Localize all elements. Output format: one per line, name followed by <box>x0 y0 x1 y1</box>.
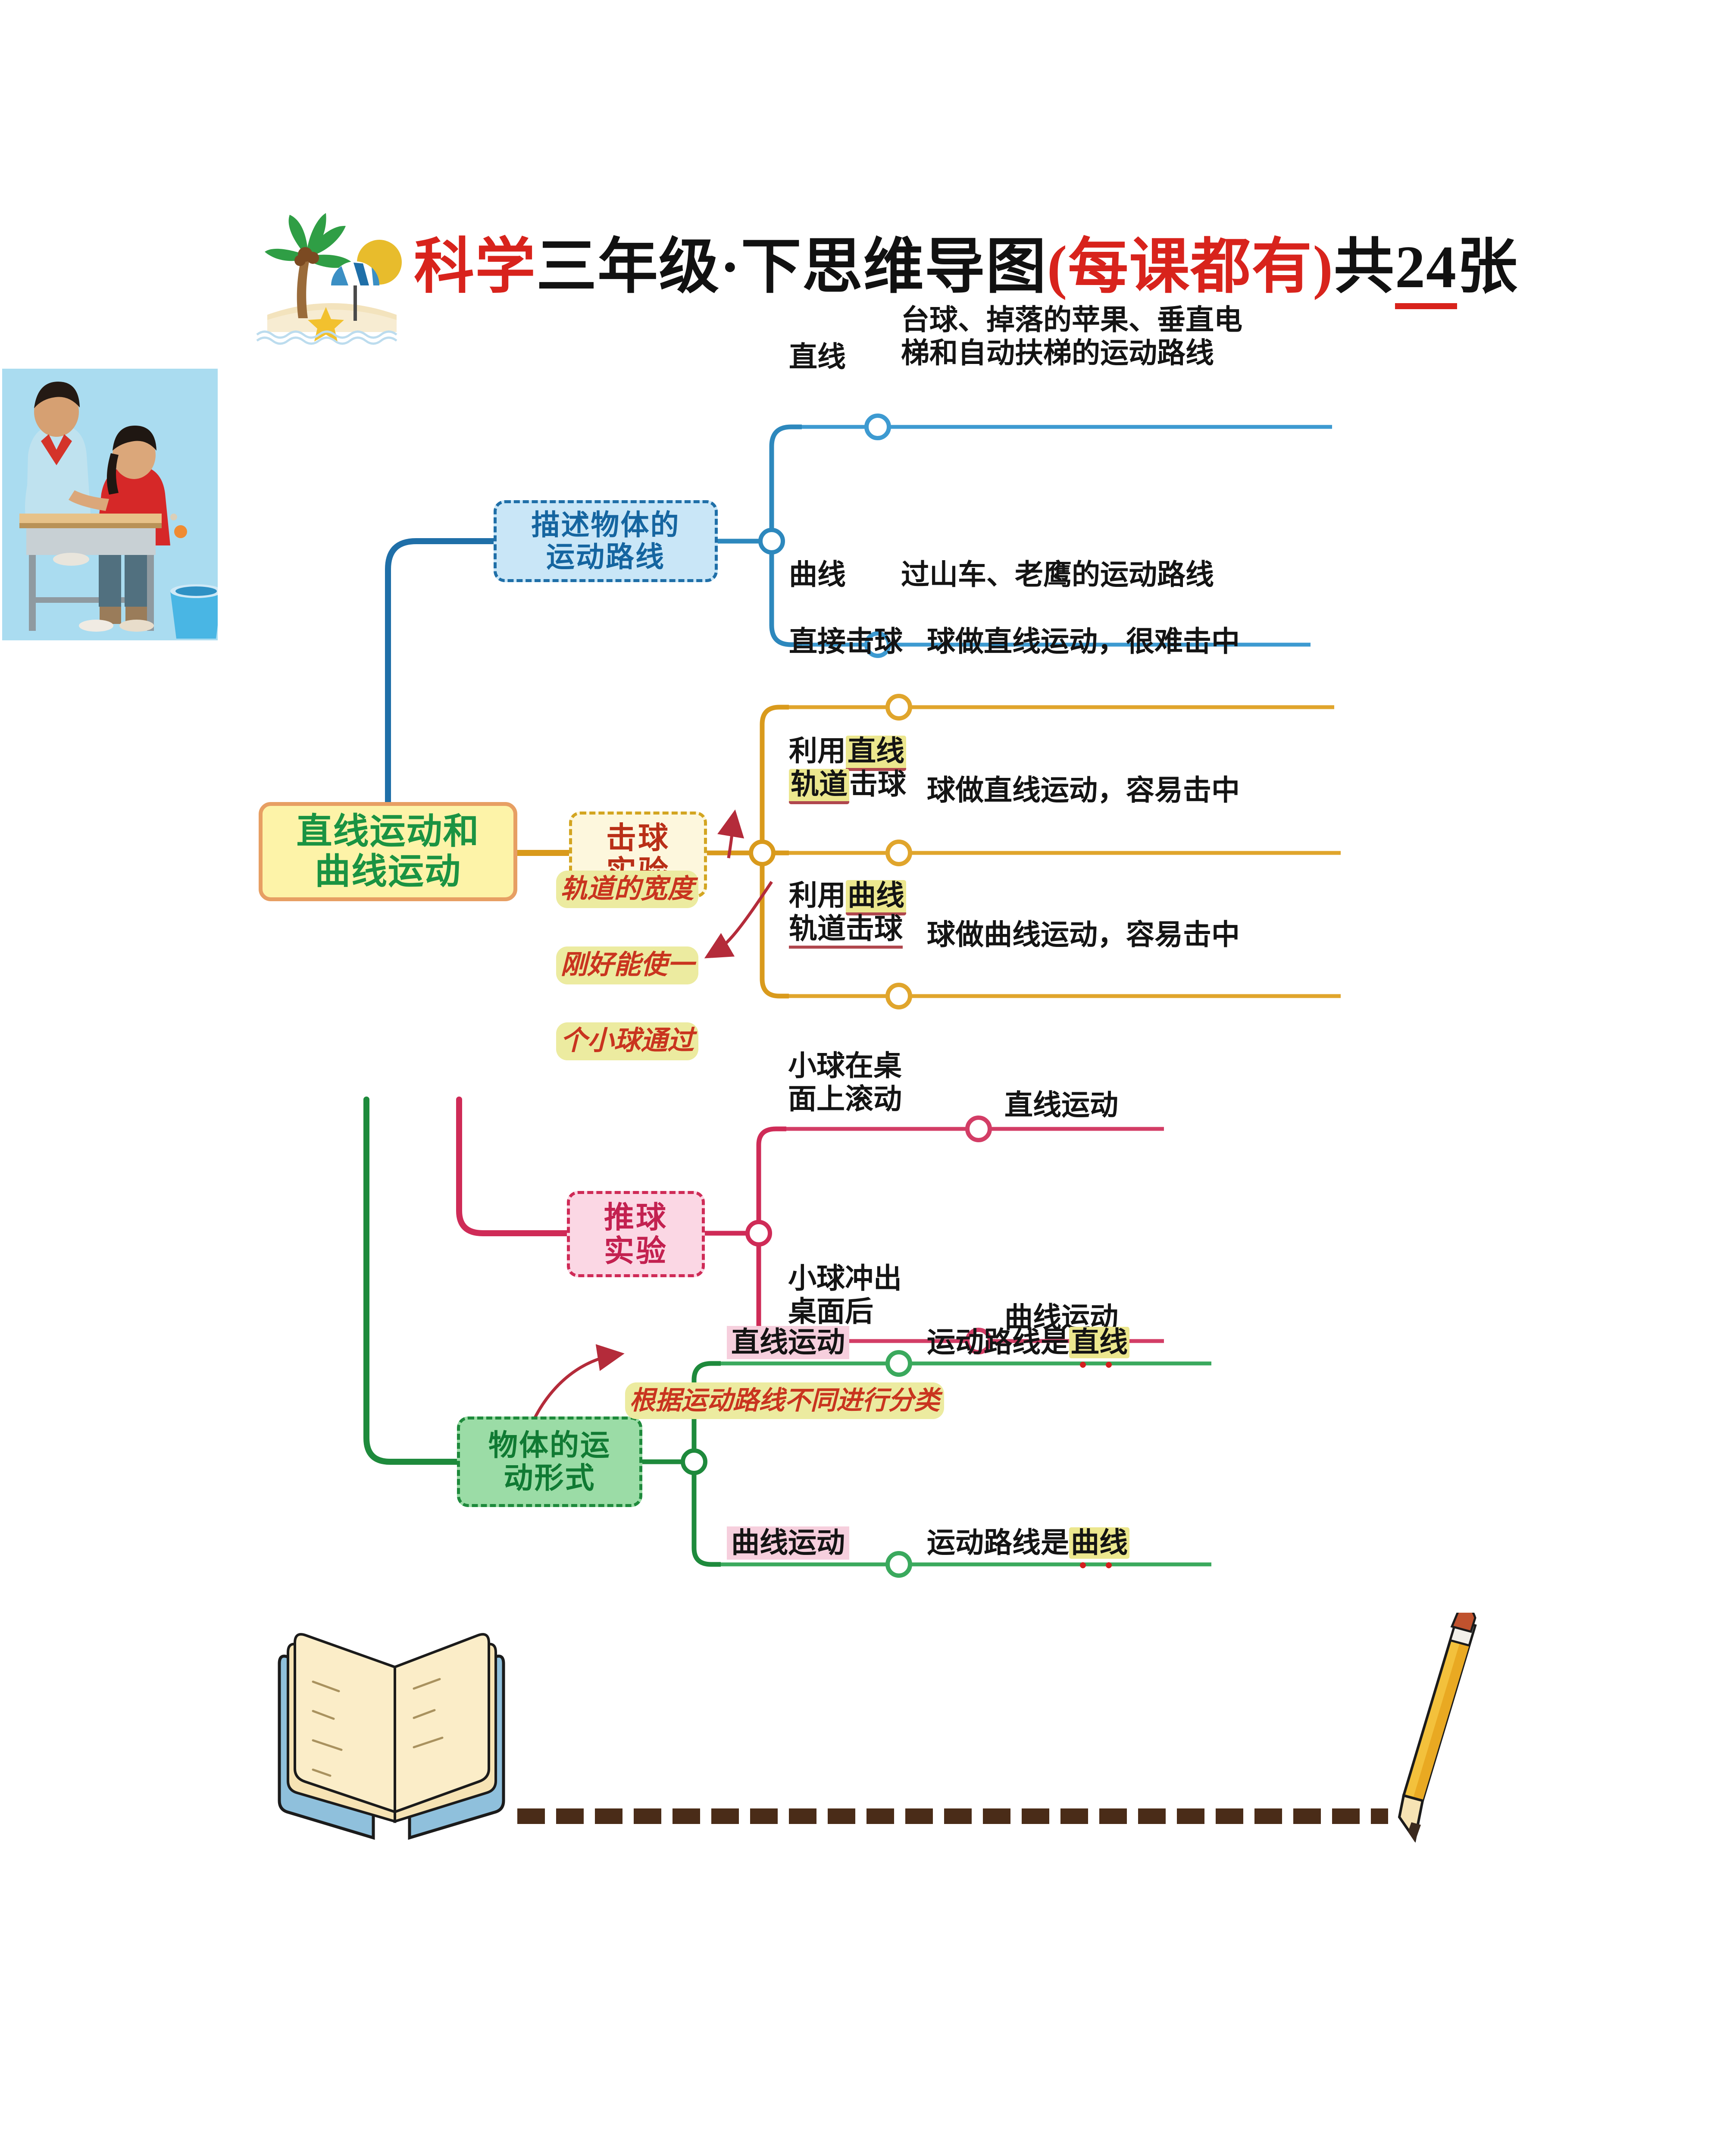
leaf-pink-1-label: 小球在桌 面上滚动 <box>788 1050 902 1116</box>
leaf-pink-1-label-line1: 小球在桌 <box>788 1050 902 1082</box>
leaf-orange-2-highlight-track: 轨道 <box>789 768 849 804</box>
leaf-blue-2-detail: 过山车、老鹰的运动路线 <box>901 559 1214 591</box>
leaf-orange-2-highlight-straight: 直线 <box>846 736 906 771</box>
leaf-green-1-detail: 运动路线是直线 <box>927 1326 1129 1360</box>
branch-node-motion-forms-line2: 动形式 <box>504 1462 596 1495</box>
title-note: (每课都有) <box>1047 234 1334 301</box>
title-subject: 科学 <box>414 234 537 301</box>
leaf-green-2-detail: 运动路线是曲线 <box>927 1526 1129 1560</box>
leaf-pink-2-label-line1: 小球冲出 <box>788 1263 902 1294</box>
root-node[interactable]: 直线运动和 曲线运动 <box>259 802 517 901</box>
leaf-orange-2-tail: 击球 <box>849 768 906 800</box>
students-push-ball-experiment-photo <box>0 367 220 642</box>
leaf-pink-1-label-line2: 面上滚动 <box>788 1083 902 1115</box>
leaf-pink-2-label: 小球冲出 桌面后 <box>788 1263 902 1329</box>
annotation-track-width-line1: 轨道的宽度 <box>556 870 699 909</box>
title-total-prefix: 共 <box>1333 234 1395 301</box>
leaf-orange-1-detail: 球做直线运动，很难击中 <box>927 626 1240 658</box>
palm-island-icon <box>256 213 402 345</box>
page-header: 科学三年级·下思维导图(每课都有)共24张 <box>241 203 1535 345</box>
leaf-orange-3-label: 利用曲线 轨道击球 <box>789 880 906 949</box>
leaf-green-1-label-text: 直线运动 <box>727 1326 849 1359</box>
root-node-label-line2: 曲线运动 <box>315 851 461 891</box>
branch-node-describe-path[interactable]: 描述物体的 运动路线 <box>494 500 718 582</box>
leaf-pink-1-detail: 直线运动 <box>1004 1090 1118 1121</box>
branch-node-push-ball-line1: 推球 <box>604 1200 668 1234</box>
leaf-green-2-detail-prefix: 运动路线是 <box>927 1527 1069 1559</box>
leaf-orange-2-label: 利用直线 轨道击球 <box>789 735 906 804</box>
branch-node-hit-ball-line1: 击球 <box>606 821 670 855</box>
branch-node-describe-path-line1: 描述物体的 <box>531 509 680 541</box>
leaf-orange-1-label: 直接击球 <box>789 626 903 658</box>
leaf-blue-1-label: 直线 <box>789 342 846 373</box>
leaf-orange-2-prefix: 利用 <box>789 736 846 767</box>
branch-node-motion-forms[interactable]: 物体的运 动形式 <box>457 1416 642 1507</box>
leaf-green-2-label: 曲线运动 <box>727 1526 849 1560</box>
leaf-orange-3-prefix: 利用 <box>789 880 846 912</box>
annotation-track-width: 轨道的宽度 刚好能使一 个小球通过 <box>556 834 699 1062</box>
leaf-green-1-detail-prefix: 运动路线是 <box>927 1327 1069 1358</box>
leaf-blue-1-detail: 台球、掉落的苹果、垂直电 梯和自动扶梯的运动路线 <box>901 304 1242 370</box>
branch-node-push-ball-line2: 实验 <box>604 1234 668 1268</box>
leaf-blue-2-label: 曲线 <box>789 559 846 591</box>
branch-lines <box>363 414 1341 1578</box>
annotation-track-width-line2: 刚好能使一 <box>556 946 699 984</box>
leaf-orange-2-detail: 球做直线运动，容易击中 <box>927 775 1240 806</box>
title-grade: 三年级·下思维导图 <box>536 234 1047 301</box>
leaf-green-1-detail-highlight: 直线 <box>1069 1327 1129 1358</box>
leaf-green-2-label-text: 曲线运动 <box>727 1526 849 1560</box>
leaf-orange-3-detail: 球做曲线运动，容易击中 <box>927 919 1240 951</box>
leaf-pink-2-label-line2: 桌面后 <box>788 1296 873 1328</box>
leaf-blue-1-detail-line2: 梯和自动扶梯的运动路线 <box>901 337 1214 369</box>
leaf-orange-3-highlight-curve: 曲线 <box>846 880 906 915</box>
page-title: 科学三年级·下思维导图(每课都有)共24张 <box>414 234 1518 309</box>
pencil-icon <box>1398 1613 1477 1843</box>
leaf-blue-1-detail-line1: 台球、掉落的苹果、垂直电 <box>901 304 1242 336</box>
annotation-track-width-line3: 个小球通过 <box>556 1022 699 1061</box>
title-total-count: 24 <box>1395 234 1457 309</box>
root-node-label-line1: 直线运动和 <box>296 811 480 852</box>
leaf-green-1-label: 直线运动 <box>727 1326 849 1360</box>
branch-node-describe-path-line2: 运动路线 <box>546 541 665 573</box>
branch-node-push-ball-experiment[interactable]: 推球 实验 <box>567 1191 705 1277</box>
footer-illustration <box>278 1613 1477 1843</box>
branch-node-motion-forms-line1: 物体的运 <box>488 1429 611 1462</box>
annotation-classify-by-path: 根据运动路线不同进行分类 <box>625 1348 944 1421</box>
title-total-unit: 张 <box>1457 234 1518 301</box>
mindmap: 直线运动和 曲线运动 描述物体的 运动路线 击球 实验 推球 实验 物体 <box>0 304 1711 1617</box>
leaf-green-2-detail-highlight: 曲线 <box>1069 1527 1129 1559</box>
leaf-orange-3-line2: 轨道击球 <box>789 913 903 949</box>
open-book-icon <box>278 1633 505 1840</box>
annotation-classify-text: 根据运动路线不同进行分类 <box>625 1382 944 1419</box>
